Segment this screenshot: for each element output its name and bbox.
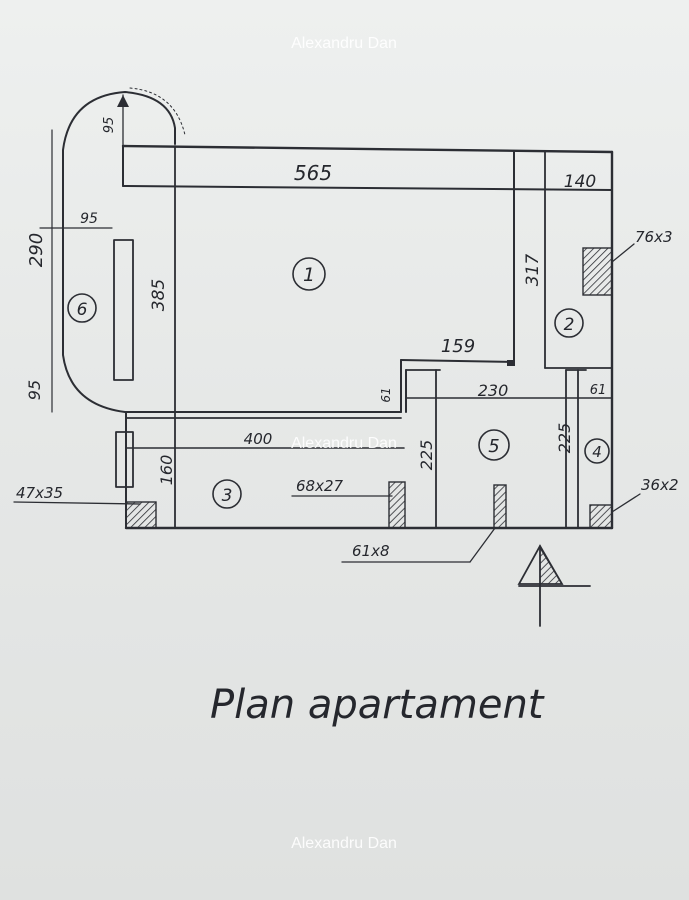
column-36x2: [589, 504, 613, 529]
watermark-bottom: Alexandru Dan: [291, 835, 397, 852]
label-61x8: 61x8: [352, 542, 390, 560]
dim-balcony-bottom: 95: [25, 380, 44, 400]
column-47x35: [125, 501, 157, 529]
top-wall-inner: [122, 185, 613, 191]
room-4-number: 4: [592, 443, 602, 461]
room-2-number: 2: [564, 315, 575, 335]
dim-wall-400: 400: [244, 430, 273, 448]
room-3-circle: [212, 479, 242, 509]
balcony-dotted-arc: [129, 87, 186, 136]
leader-47x35: [13, 501, 141, 505]
window-room6: [113, 239, 134, 381]
caption-plan-apartament: Plan apartament: [210, 682, 545, 728]
watermark-middle: Alexandru Dan: [291, 435, 397, 452]
leader-61x8-d: [469, 527, 496, 563]
top-wall: [121, 144, 614, 154]
label-47x35: 47x35: [16, 484, 63, 502]
room-3-number: 3: [222, 486, 233, 506]
column-61x8: [493, 484, 507, 529]
dim-balcony-height: 290: [26, 233, 47, 267]
room-6-number: 6: [77, 300, 88, 320]
dim-top-width: 565: [294, 161, 332, 185]
window-room3: [115, 431, 134, 488]
room1-lower-wall: [400, 359, 515, 363]
room-1-number: 1: [303, 264, 315, 286]
dim-mid-width: 230: [478, 381, 509, 400]
room-4-circle: [584, 438, 610, 464]
balcony-outline: [62, 91, 176, 413]
room-5-circle: [478, 429, 510, 461]
room-6-circle: [67, 293, 97, 323]
room-2-circle: [554, 308, 584, 338]
dim-inner-width: 159: [441, 336, 475, 357]
dim-room4-height: 225: [555, 423, 574, 454]
column-76x3: [582, 247, 613, 296]
label-36x2: 36x2: [641, 476, 679, 494]
dim-left-height: 385: [149, 279, 169, 311]
watermark-top: Alexandru Dan: [291, 35, 397, 52]
room-1-circle: [292, 257, 326, 291]
balcony-arrow-head: [117, 95, 129, 107]
room-5-number: 5: [488, 436, 499, 457]
leader-76x3: [611, 243, 635, 263]
dim-small-61-b: 61: [590, 383, 607, 398]
dim-corridor-height: 317: [523, 254, 543, 287]
label-68x27: 68x27: [296, 477, 344, 495]
dim-top-right: 140: [564, 172, 596, 192]
north-arrow-fill-icon: [539, 546, 563, 585]
label-76x3: 76x3: [635, 228, 673, 246]
dim-balcony-width: 95: [80, 211, 98, 227]
leader-36x2: [611, 493, 641, 513]
wall-end-mark: [507, 360, 515, 366]
dim-small-61-a: 61: [379, 387, 393, 402]
column-68x27: [388, 481, 406, 529]
dim-room5-height: 225: [417, 440, 436, 471]
dim-balcony-top: 95: [102, 117, 117, 134]
dim-room3-height: 160: [157, 455, 176, 486]
